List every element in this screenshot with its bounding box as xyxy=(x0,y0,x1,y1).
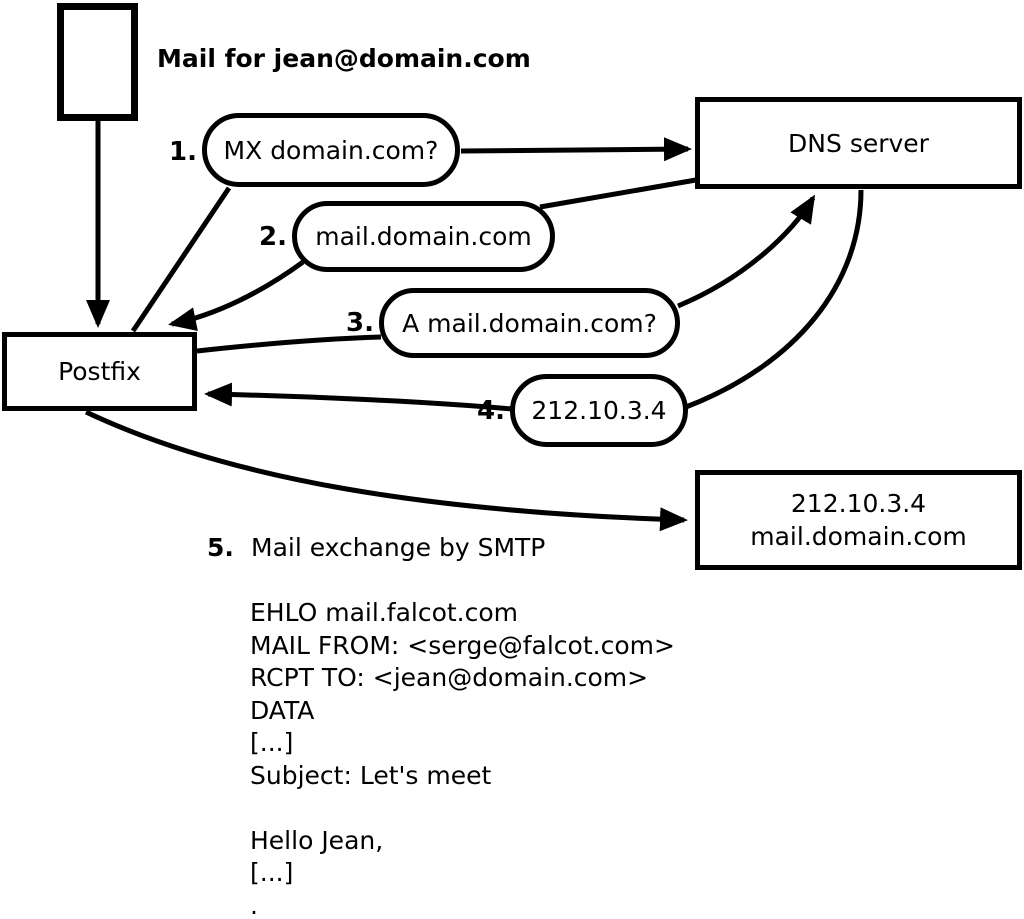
step-2-label: mail.domain.com xyxy=(315,222,532,251)
postfix-box: Postfix xyxy=(2,332,197,411)
smtp-line: DATA xyxy=(250,695,315,725)
smtp-line: [...] xyxy=(250,858,294,887)
line-postfix-to-pill3 xyxy=(196,334,382,354)
step-4-pill: 212.10.3.4 xyxy=(510,374,688,447)
smtp-line: RCPT TO: <jean@domain.com> xyxy=(250,663,649,692)
arrow-pill4-to-postfix xyxy=(204,382,513,412)
smtp-line: EHLO mail.falcot.com xyxy=(250,598,519,627)
dns-server-label: DNS server xyxy=(788,128,929,158)
arrow-pill1-to-dns xyxy=(460,137,692,162)
arrow-pill2-to-postfix xyxy=(168,259,305,331)
step-2-number: 2. xyxy=(259,222,287,252)
smtp-line: Subject: Let's meet xyxy=(250,760,492,790)
step-5-label: Mail exchange by SMTP xyxy=(251,533,546,562)
smtp-line: MAIL FROM: <serge@falcot.com> xyxy=(250,630,675,660)
mail-for-label: Mail for jean@domain.com xyxy=(157,44,531,73)
line-dns-to-pill2 xyxy=(539,177,697,210)
mail-source-box xyxy=(57,3,138,121)
mail-server-box: 212.10.3.4 mail.domain.com xyxy=(695,470,1022,570)
step-2-pill: mail.domain.com xyxy=(292,201,555,272)
smtp-line: . xyxy=(250,890,258,919)
step-1-number: 1. xyxy=(169,137,197,167)
step-4-label: 212.10.3.4 xyxy=(531,396,667,425)
step-3-pill: A mail.domain.com? xyxy=(379,288,680,358)
dns-server-box: DNS server xyxy=(695,97,1022,189)
step-5-number: 5. xyxy=(207,533,234,562)
step-1-label: MX domain.com? xyxy=(223,135,439,165)
mail-server-ip: 212.10.3.4 xyxy=(790,489,927,518)
line-dns-to-pill4 xyxy=(685,189,864,410)
smtp-line xyxy=(250,792,675,825)
step-4-number: 4. xyxy=(477,396,505,426)
line-postfix-to-pill1 xyxy=(130,186,232,333)
smtp-transcript: EHLO mail.falcot.com MAIL FROM: <serge@f… xyxy=(250,597,675,919)
smtp-line: [...] xyxy=(250,728,294,757)
postfix-label: Postfix xyxy=(58,357,141,386)
step-3-number: 3. xyxy=(346,308,374,338)
arrow-pill3-to-dns xyxy=(677,194,816,309)
arrow-postfix-to-mailserver xyxy=(84,409,688,532)
smtp-line: Hello Jean, xyxy=(250,825,384,855)
step-3-label: A mail.domain.com? xyxy=(402,308,657,338)
mail-server-hostname: mail.domain.com xyxy=(750,522,967,551)
step-1-pill: MX domain.com? xyxy=(202,113,460,187)
